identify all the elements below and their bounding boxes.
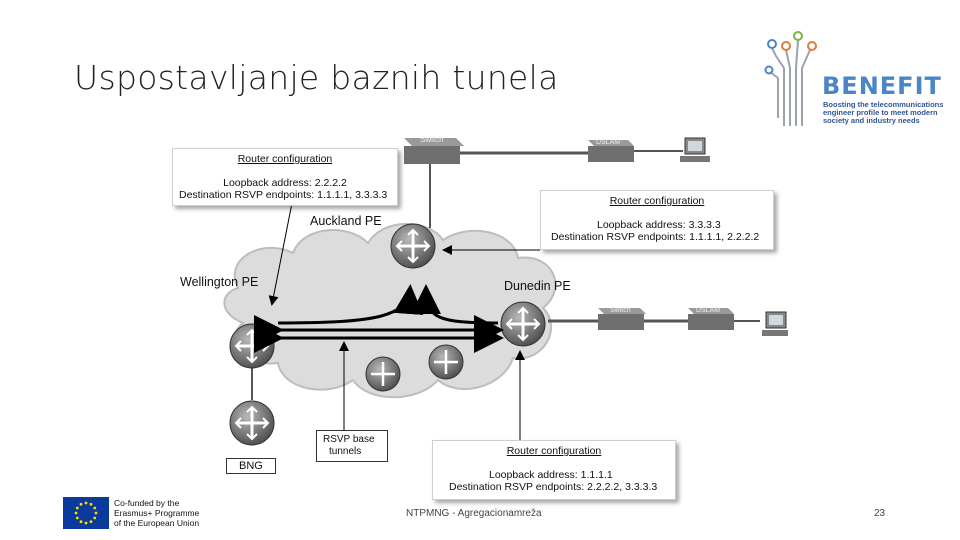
slide-title: Uspostavljanje baznih tunela [74,58,559,97]
benefit-tagline: Boosting the telecommunications engineer… [823,100,944,125]
router-core-right-icon [428,344,464,380]
page-number: 23 [874,508,886,519]
dslam-top-device: DSLAM [588,139,634,162]
label-wellington-pe: Wellington PE [180,275,259,289]
benefit-wordmark: BENEFIT [822,72,942,100]
switch-right-label: Switch [610,307,631,314]
router-config-box-wellington: Router configuration Loopback address: 2… [172,148,398,206]
router-config-box-auckland: Router configuration Loopback address: 1… [432,440,676,500]
eu-flag-icon [63,497,109,529]
computer-top-icon [680,137,710,162]
router-wellington-icon [229,323,275,369]
rsvp-base-tunnels-label: RSVP base tunnels [316,430,388,462]
eu-cofunded-text: Co-funded by the Erasmus+ Programme of t… [114,498,200,528]
pointer-lines [268,202,540,440]
router-core-left-icon [365,356,401,392]
switch-top-device: Switch [404,135,464,164]
config-loopback: Loopback address: 3.3.3.3 [597,219,721,231]
switch-right-device: Switch [598,307,646,330]
label-bng: BNG [226,458,276,474]
switch-top-label: Switch [420,135,444,144]
config-rsvp-endpoints: Destination RSVP endpoints: 2.2.2.2, 3.3… [449,481,658,493]
config-loopback: Loopback address: 2.2.2.2 [223,177,347,189]
dslam-right-device: DSLAM [688,307,734,330]
router-config-box-dunedin: Router configuration Loopback address: 3… [540,190,774,250]
config-header: Router configuration [237,153,333,165]
diagram-drawing: Switch DSLAM Switch DSLAM [223,135,788,446]
config-rsvp-endpoints: Destination RSVP endpoints: 1.1.1.1, 3.3… [179,189,388,201]
config-loopback: Loopback address: 1.1.1.1 [489,469,613,481]
config-rsvp-endpoints: Destination RSVP endpoints: 1.1.1.1, 2.2… [551,231,760,243]
computer-right-icon [762,311,788,336]
dslam-right-label: DSLAM [696,307,720,314]
circuit-tree-icon [764,31,817,126]
benefit-logo: BENEFIT Boosting the telecommunications … [764,28,944,130]
label-auckland-pe: Auckland PE [310,214,382,228]
network-cloud [223,222,557,399]
rsvp-tunnels [254,284,504,353]
label-dunedin-pe: Dunedin PE [504,279,571,293]
eu-cofunded-badge: Co-funded by the Erasmus+ Programme of t… [63,497,209,529]
router-dunedin-icon [500,301,546,347]
config-header: Router configuration [506,445,602,457]
router-auckland-icon [390,223,436,269]
dslam-top-label: DSLAM [596,139,620,146]
router-bng-icon [229,400,275,446]
config-header: Router configuration [609,195,705,207]
footer-text: NTPMNG - Agregacionamreža [406,508,542,519]
